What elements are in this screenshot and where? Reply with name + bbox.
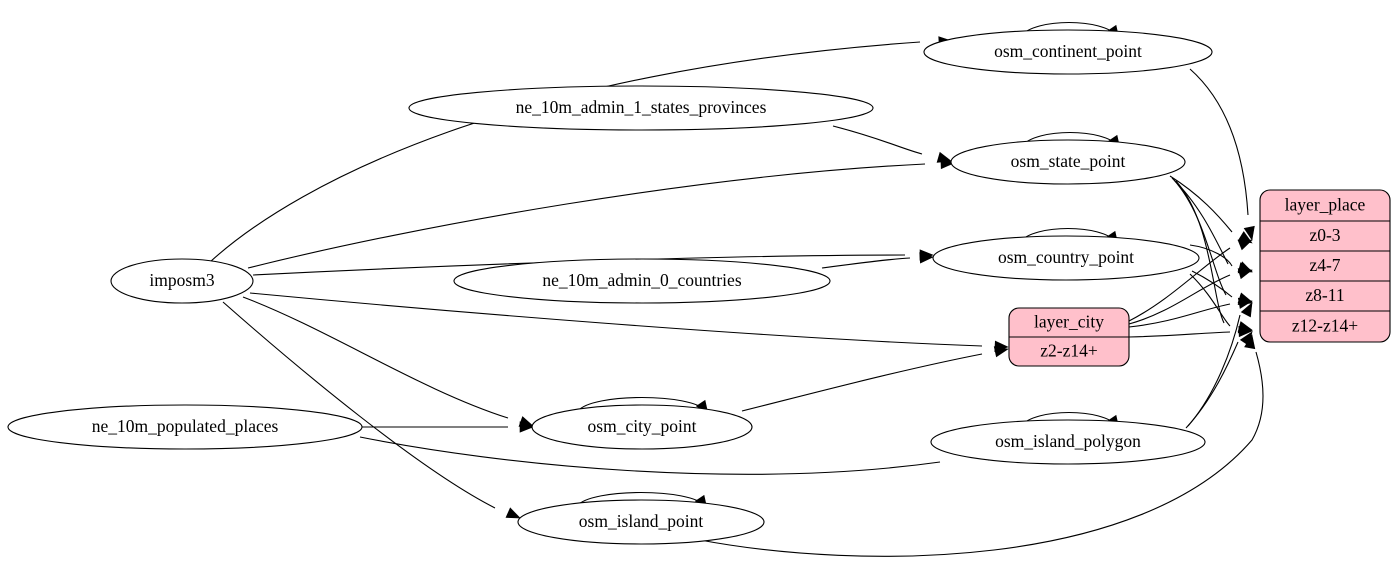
record-box-layer_place: [1259, 189, 1391, 343]
node-label-ne_10m_populated_places: ne_10m_populated_places: [92, 416, 279, 436]
record-nodes-group: layer_city z2-z14+ layer_place z0-3 z4-7 z8-1…: [1008, 189, 1391, 367]
edge-osm_island_point-to-layer_place_z12: [699, 351, 1264, 557]
node-label-osm_state_point: osm_state_point: [1011, 151, 1126, 171]
edge-layer_city-to-layer_place_z4_7: [1128, 274, 1231, 325]
node-label-osm_city_point: osm_city_point: [588, 416, 697, 436]
node-ne_10m_admin_0_countries[interactable]: ne_10m_admin_0_countries: [453, 258, 831, 304]
node-shape-imposm3: [110, 258, 254, 304]
arrowhead-icon: [1237, 239, 1253, 251]
arrowhead-icon: [1243, 225, 1255, 241]
edge-layer_city-to-layer_place_z12: [1128, 331, 1231, 338]
arrowhead-icon: [1240, 302, 1253, 318]
edge-imposm3-to-osm_continent_point: [209, 41, 921, 263]
arrowhead-icon: [1238, 325, 1253, 338]
arrowhead-icon: [1237, 297, 1253, 309]
node-osm_state_point[interactable]: osm_state_point: [950, 139, 1186, 185]
nodes-group: imposm3 ne_10m_populated_places ne_10m_adm…: [7, 29, 1213, 545]
node-osm_island_polygon[interactable]: osm_island_polygon: [930, 419, 1206, 465]
arrowhead-icon: [936, 151, 952, 163]
edge-ne_10m_populated_places-to-osm_island_polygon: [359, 436, 941, 475]
edge-osm_island_polygon-to-layer_place_z12: [1185, 341, 1239, 429]
node-shape-osm_island_point: [517, 499, 765, 545]
node-ne_10m_populated_places[interactable]: ne_10m_populated_places: [7, 404, 363, 450]
record-row-layer_place_header[interactable]: layer_place: [1285, 195, 1366, 215]
arrowhead-icon: [1237, 268, 1253, 280]
node-osm_city_point[interactable]: osm_city_point: [531, 404, 753, 450]
node-shape-osm_city_point: [531, 404, 753, 450]
arrowhead-icon: [993, 346, 1009, 358]
node-shape-ne_10m_populated_places: [7, 404, 363, 450]
edge-ne_10m_admin_1_states_provinces-to-osm_state_point: [832, 125, 923, 155]
node-shape-osm_state_point: [950, 139, 1186, 185]
node-label-osm_continent_point: osm_continent_point: [994, 41, 1142, 61]
edge-osm_country_point-to-layer_place_z12: [1189, 273, 1231, 327]
edge-imposm3-to-osm_city_point: [242, 296, 509, 419]
edge-osm_country_point-to-layer_place_z4_7: [1189, 244, 1233, 267]
node-label-ne_10m_admin_0_countries: ne_10m_admin_0_countries: [542, 270, 741, 290]
arrowhead-icon: [1244, 334, 1256, 350]
record-node-layer_place[interactable]: layer_place z0-3 z4-7 z8-11 z12-z14+: [1259, 189, 1391, 343]
arrowhead-icon: [919, 252, 934, 264]
edge-ne_10m_admin_0_countries-to-osm_country_point: [821, 257, 911, 269]
arrowhead-icon: [505, 507, 521, 519]
node-shape-ne_10m_admin_0_countries: [453, 258, 831, 304]
node-label-osm_island_point: osm_island_point: [579, 511, 704, 531]
arrowhead-icon: [519, 421, 534, 433]
edges-group: [209, 36, 1264, 557]
node-osm_island_point[interactable]: osm_island_point: [517, 499, 765, 545]
edge-layer_city-to-layer_place_z8_11: [1128, 303, 1231, 328]
edge-imposm3-to-osm_island_point: [222, 301, 496, 509]
node-ne_10m_admin_1_states_provinces[interactable]: ne_10m_admin_1_states_provinces: [408, 85, 874, 131]
node-imposm3[interactable]: imposm3: [110, 258, 254, 304]
edge-imposm3-to-layer_city: [249, 292, 983, 347]
record-row-layer_place_z12[interactable]: z12-z14+: [1292, 316, 1358, 336]
node-label-osm_country_point: osm_country_point: [998, 247, 1134, 267]
edge-osm_state_point-to-layer_place_z0_3: [1169, 175, 1233, 233]
edge-imposm3-to-osm_state_point: [247, 163, 926, 269]
record-row-layer_place_z4_7[interactable]: z4-7: [1309, 255, 1340, 275]
node-label-imposm3: imposm3: [149, 270, 214, 290]
record-row-layer_city_z2[interactable]: z2-z14+: [1040, 341, 1098, 361]
record-row-layer_place_z8_11[interactable]: z8-11: [1305, 285, 1344, 305]
node-shape-osm_continent_point: [923, 29, 1213, 75]
record-row-layer_place_z0_3[interactable]: z0-3: [1309, 225, 1340, 245]
node-osm_continent_point[interactable]: osm_continent_point: [923, 29, 1213, 75]
node-shape-osm_country_point: [932, 235, 1200, 281]
node-osm_country_point[interactable]: osm_country_point: [932, 235, 1200, 281]
edge-layer_city-to-layer_place_z0_3: [1128, 247, 1231, 322]
edge-osm_island_polygon-to-layer_place_z8_11: [1187, 314, 1241, 427]
node-label-osm_island_polygon: osm_island_polygon: [995, 431, 1141, 451]
edge-osm_continent_point-to-layer_place_z0_3: [1189, 68, 1249, 216]
record-node-layer_city[interactable]: layer_city z2-z14+: [1008, 307, 1130, 367]
edge-osm_city_point-to-layer_city: [741, 353, 983, 412]
record-row-layer_city_header[interactable]: layer_city: [1034, 312, 1104, 332]
node-shape-ne_10m_admin_1_states_provinces: [408, 85, 874, 131]
node-label-ne_10m_admin_1_states_provinces: ne_10m_admin_1_states_provinces: [516, 97, 767, 117]
edge-osm_state_point-to-layer_place_z8_11: [1173, 179, 1227, 296]
node-shape-osm_island_polygon: [930, 419, 1206, 465]
